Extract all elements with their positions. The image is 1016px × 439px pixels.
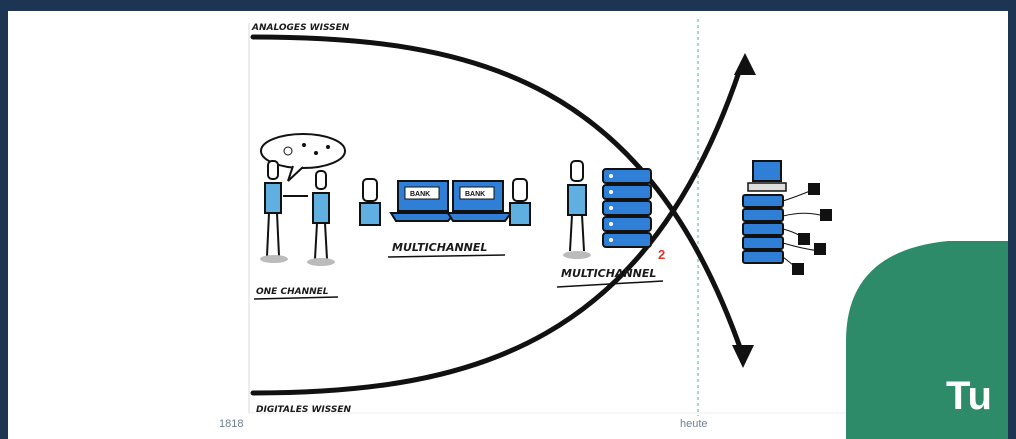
person-icon bbox=[362, 178, 378, 202]
arrowhead-down bbox=[732, 345, 754, 368]
computer-icon bbox=[752, 160, 782, 182]
analog-knowledge-curve bbox=[250, 34, 746, 359]
person-icon bbox=[267, 160, 279, 180]
knowledge-evolution-diagram: ANALOGES WISSEN DIGITALES WISSEN ONE CHA… bbox=[219, 19, 1008, 439]
bank-icon bbox=[792, 263, 804, 275]
multichannel-label: MULTICHANNEL bbox=[392, 241, 487, 254]
bank-icon bbox=[808, 183, 820, 195]
title-fragment: Tu bbox=[946, 374, 992, 418]
arrowhead-up bbox=[734, 53, 756, 75]
multichannel-illustration: BANK BANK MULTICHANNEL bbox=[359, 178, 531, 258]
server-rack-icon bbox=[742, 194, 784, 264]
diagram-panel: ANALOGES WISSEN DIGITALES WISSEN ONE CHA… bbox=[8, 11, 1008, 439]
multichannel-squared-label: MULTICHANNEL bbox=[561, 267, 656, 280]
bank-icon bbox=[814, 243, 826, 255]
future-network-illustration bbox=[742, 160, 832, 275]
server-rack-icon bbox=[602, 168, 652, 248]
digital-knowledge-curve bbox=[250, 66, 743, 396]
analog-knowledge-label: ANALOGES WISSEN bbox=[251, 23, 350, 33]
digital-knowledge-label: DIGITALES WISSEN bbox=[256, 405, 352, 415]
bank-icon bbox=[820, 209, 832, 221]
one-channel-label: ONE CHANNEL bbox=[256, 287, 329, 297]
bank-building-icons bbox=[792, 183, 832, 275]
multichannel-squared-illustration: MULTICHANNEL 2 bbox=[556, 160, 665, 288]
superscript-two: 2 bbox=[658, 247, 665, 262]
person-icon bbox=[570, 160, 584, 182]
person-icon bbox=[512, 178, 528, 202]
laptop-screen-text: BANK bbox=[465, 191, 485, 198]
one-channel-illustration: ONE CHANNEL bbox=[253, 133, 346, 300]
bank-icon bbox=[798, 233, 810, 245]
person-icon bbox=[315, 170, 327, 190]
axis-start-label: 1818 bbox=[219, 418, 243, 430]
laptop-screen-text: BANK bbox=[410, 191, 430, 198]
title-badge bbox=[846, 241, 1008, 439]
axis-today-label: heute bbox=[680, 418, 708, 430]
